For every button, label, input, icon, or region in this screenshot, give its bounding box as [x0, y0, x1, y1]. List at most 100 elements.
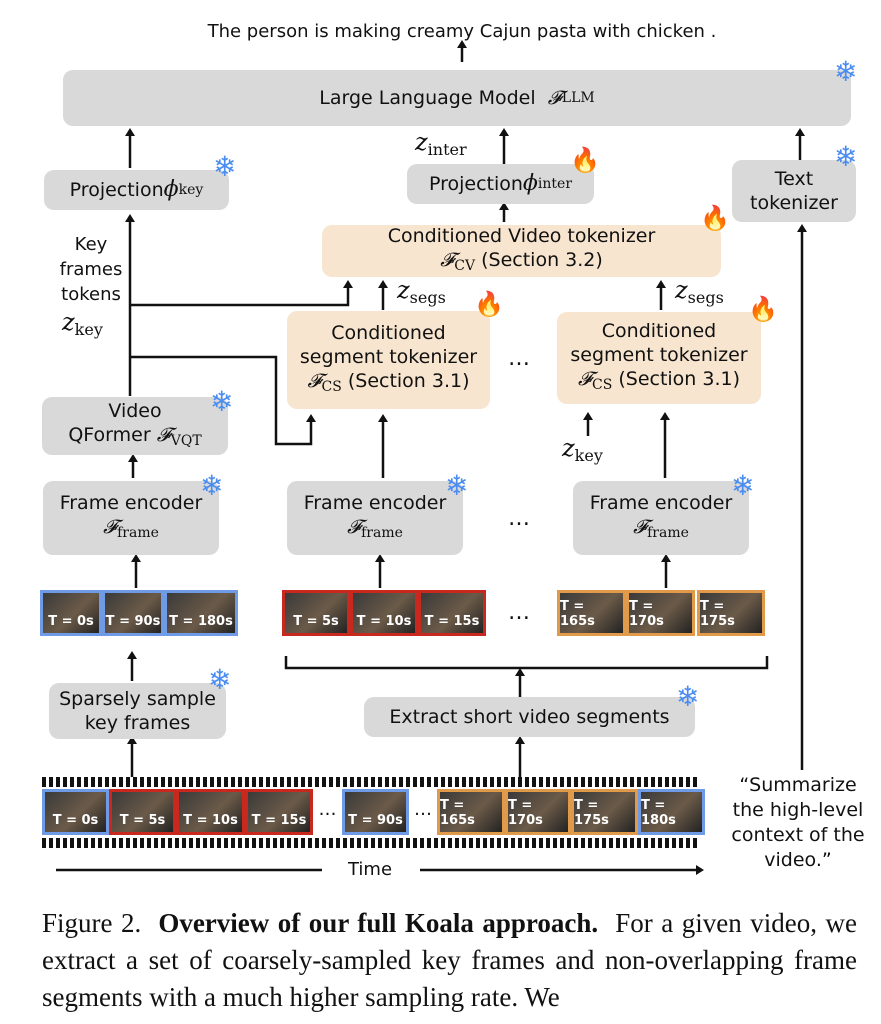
text-tokenizer-line2: tokenizer — [750, 192, 838, 214]
text-tokenizer-box: Text tokenizer — [732, 160, 856, 222]
video-qformer-box: Video QFormer 𝓕VQT — [42, 397, 228, 455]
key-frames-tokens-label: Key frames tokens — [59, 234, 123, 305]
extract-segments-box: Extract short video segments — [364, 697, 695, 737]
caption-title: Overview of our full Koala approach. — [158, 908, 599, 938]
conditioned-segment-tokenizer-box: Conditioned segment tokenizer 𝓕CS (Secti… — [557, 312, 761, 404]
timeline-frame: T = 180s — [638, 789, 705, 835]
cs-line1: Conditioned — [601, 320, 717, 342]
segments-bracket — [284, 656, 769, 670]
caption-body: For a given video, we extract a set of c… — [42, 908, 857, 1012]
caption-prefix: Figure 2. — [42, 908, 142, 938]
frame-encoder-sub: frame — [647, 525, 689, 541]
video-frame: T = 180s — [164, 590, 238, 636]
z-segs-label: zsegs — [397, 276, 446, 307]
frame-encoder-label: Frame encoder — [303, 492, 447, 514]
arrow-zkey-cs — [130, 355, 316, 446]
cs-line2: segment tokenizer — [299, 346, 478, 368]
ellipsis: … — [318, 799, 337, 820]
timeline-frame: T = 170s — [505, 789, 571, 835]
filmstrip-perforation-top — [42, 777, 700, 787]
snowflake-icon: ❄ — [834, 55, 858, 88]
llm-label: Large Language Model — [319, 87, 536, 109]
sparsely-sample-box: Sparsely sample key frames — [49, 683, 226, 739]
snowflake-icon: ❄ — [676, 680, 700, 713]
time-axis-label: Time — [347, 859, 393, 880]
cs-line1: Conditioned — [331, 322, 446, 344]
llm-symbol: 𝓕 — [547, 87, 562, 109]
prompt-text: “Summarize the high-level context of the… — [731, 774, 865, 871]
projection-inter-sub: inter — [537, 176, 573, 192]
frame-encoder-label: Frame encoder — [59, 492, 203, 514]
snowflake-icon: ❄ — [731, 469, 755, 502]
z-inter-label: zinter — [415, 128, 467, 159]
fire-icon: 🔥 — [570, 146, 600, 174]
cs-sub: CS — [321, 379, 342, 395]
snowflake-icon: ❄ — [445, 469, 469, 502]
frame-encoder-box: Frame encoder 𝓕frame — [287, 481, 463, 555]
snowflake-icon: ❄ — [200, 469, 224, 502]
frame-encoder-box: Frame encoder 𝓕frame — [43, 481, 219, 555]
snowflake-icon: ❄ — [213, 150, 237, 183]
video-frame: T = 170s — [626, 590, 695, 636]
filmstrip-perforation-bottom — [42, 838, 700, 848]
cv-section: (Section 3.2) — [481, 249, 603, 271]
video-frame: T = 15s — [418, 590, 486, 636]
vqformer-symbol: 𝓕 — [156, 424, 171, 446]
z-key-label: zkey — [62, 308, 103, 339]
key-frames-strip: T = 0s T = 90s T = 180s — [40, 590, 238, 636]
video-frame: T = 90s — [102, 590, 164, 636]
vqformer-line2: QFormer — [68, 424, 151, 446]
cs-symbol: 𝓕 — [307, 370, 322, 392]
cs-section: (Section 3.1) — [618, 368, 741, 390]
segment-n-frames-strip: T = 165s T = 170s T = 175s — [557, 590, 765, 636]
snowflake-icon: ❄ — [208, 663, 232, 696]
timeline-frame: T = 175s — [571, 789, 638, 835]
frame-encoder-sub: frame — [117, 525, 159, 541]
snowflake-icon: ❄ — [834, 140, 858, 173]
sparse-line2: key frames — [84, 712, 191, 734]
video-frame: T = 175s — [697, 590, 765, 636]
llm-sub: LLM — [561, 90, 595, 106]
vqformer-sub: VQT — [170, 433, 202, 449]
cv-symbol: 𝓕 — [440, 249, 455, 271]
cv-sub: CV — [454, 258, 476, 274]
conditioned-segment-tokenizer-box: Conditioned segment tokenizer 𝓕CS (Secti… — [287, 311, 490, 409]
projection-key-symbol: ϕ — [163, 177, 179, 202]
connection-arrows — [56, 40, 807, 875]
timeline-frame: T = 5s — [109, 789, 176, 835]
video-frame: T = 165s — [557, 590, 626, 636]
video-frame: T = 10s — [350, 590, 418, 636]
timeline-frame: T = 15s — [245, 789, 313, 835]
projection-key-sub: key — [178, 182, 204, 198]
fire-icon: 🔥 — [474, 290, 504, 318]
fire-icon: 🔥 — [748, 295, 778, 323]
z-key-label: zkey — [562, 434, 603, 465]
frame-encoder-symbol: 𝓕 — [633, 516, 648, 538]
figure-caption: Figure 2. Overview of our full Koala app… — [42, 905, 857, 1016]
video-frame: T = 0s — [40, 590, 102, 636]
frame-encoder-symbol: 𝓕 — [103, 516, 118, 538]
text-tokenizer-line1: Text — [774, 168, 814, 190]
snowflake-icon: ❄ — [210, 385, 234, 418]
ellipsis: … — [414, 799, 432, 820]
fire-icon: 🔥 — [700, 204, 730, 232]
ellipsis: … — [508, 506, 533, 531]
cs-symbol: 𝓕 — [577, 368, 592, 390]
frame-encoder-sub: frame — [361, 525, 403, 541]
video-timeline: T = 0s T = 5s T = 10s T = 15s … T = 90s … — [42, 789, 705, 835]
llm-output-text: The person is making creamy Cajun pasta … — [207, 21, 717, 42]
segment-1-frames-strip: T = 5s T = 10s T = 15s — [282, 590, 486, 636]
cs-line2: segment tokenizer — [570, 344, 748, 366]
timeline-frame: T = 165s — [437, 789, 505, 835]
cv-tokenizer-line1: Conditioned Video tokenizer — [387, 225, 656, 247]
arrow-zkey-cv — [130, 280, 353, 307]
ellipsis: … — [508, 600, 533, 625]
projection-inter-label: Projection — [428, 173, 523, 195]
frame-encoder-label: Frame encoder — [589, 492, 733, 514]
ellipsis: … — [508, 346, 533, 371]
timeline-frame: T = 90s — [342, 789, 409, 835]
video-frame: T = 5s — [282, 590, 350, 636]
projection-key-label: Projection — [69, 179, 164, 201]
timeline-frame: T = 10s — [176, 789, 245, 835]
